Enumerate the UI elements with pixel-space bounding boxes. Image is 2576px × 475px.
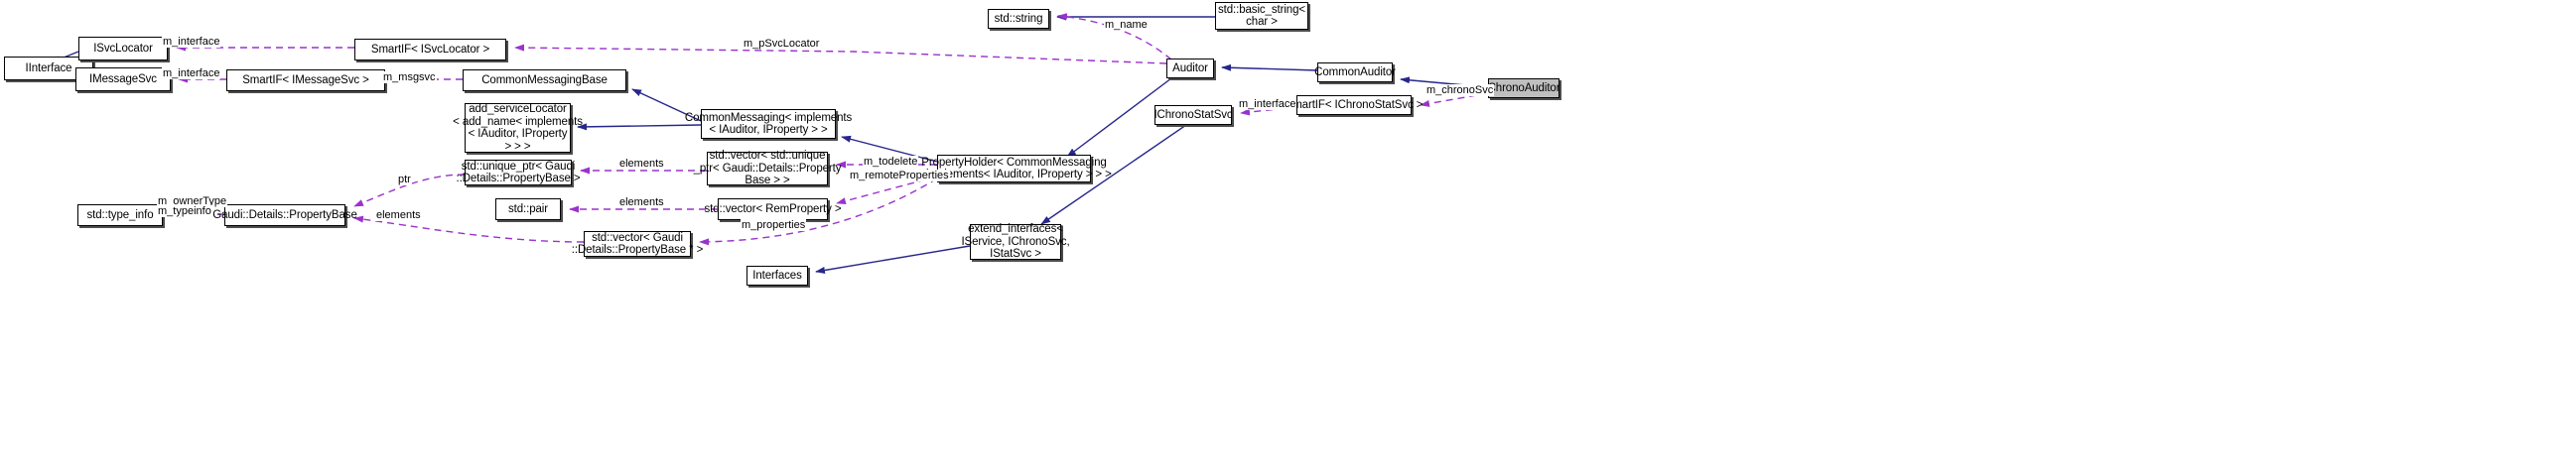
edge-label: m_typeinfo [157,205,212,217]
class-node-add-servicelocator[interactable]: add_serviceLocator < add_name< implement… [453,103,583,153]
class-node-isvclocator[interactable]: ISvcLocator [78,37,168,60]
class-node-label: extend_interfaces< IService, IChronoSvc,… [961,223,1070,261]
class-node-imessagesvc[interactable]: IMessageSvc [75,67,171,91]
class-node-unique-ptr[interactable]: std::unique_ptr< Gaudi ::Details::Proper… [456,160,581,185]
class-node-label: std::vector< Gaudi ::Details::PropertyBa… [571,231,704,257]
inheritance-edges [51,13,1489,274]
edge-label: m_remoteProperties [849,170,950,181]
edge-label: m_todelete [863,156,919,168]
class-node-interfaces[interactable]: Interfaces [746,266,808,286]
class-node-smartif-ichrono[interactable]: SmartIF< IChronoStatSvc > [1286,95,1423,115]
class-node-label: IInterface [25,61,72,74]
edge-auditor-smartifisvcloc [514,44,1167,64]
class-node-label: CommonMessagingBase [481,73,608,86]
edge-label: m_interface [1238,98,1297,110]
class-node-smartif-isvcloc[interactable]: SmartIF< ISvcLocator > [354,39,506,60]
edge-label: elements [618,158,665,170]
class-node-label: Interfaces [752,269,802,282]
class-node-chronoauditor[interactable]: ChronoAuditor [1487,78,1560,98]
edge-vectorpropbase-propertybase [353,215,585,243]
class-node-basic-string[interactable]: std::basic_string< char > [1215,2,1308,30]
class-node-propertybase[interactable]: Gaudi::Details::PropertyBase [212,204,357,226]
class-node-ichronostatsvc[interactable]: IChronoStatSvc [1153,105,1233,125]
class-node-vector-remprop[interactable]: std::vector< RemProperty > [705,198,842,220]
class-node-label: SmartIF< IChronoStatSvc > [1285,98,1424,111]
edge-label: elements [375,209,422,221]
class-node-label: SmartIF< ISvcLocator > [370,43,490,56]
class-node-label: Auditor [1172,61,1208,74]
edge-label: m_name [1104,19,1149,31]
class-node-propertyholder[interactable]: PropertyHolder< CommonMessaging < implem… [916,155,1112,182]
class-node-label: ISvcLocator [93,42,153,55]
edge-label: elements [618,196,665,208]
class-node-extend-interfaces[interactable]: extend_interfaces< IService, IChronoSvc,… [961,223,1069,260]
edge-label: m_ownerType [157,195,228,207]
edge-label: m_pSvcLocator [743,38,821,50]
class-node-label: Gaudi::Details::PropertyBase [212,208,357,221]
class-node-vector-unique-ptr[interactable]: std::vector< std::unique _ptr< Gaudi::De… [694,150,842,186]
class-node-label: SmartIF< IMessageSvc > [242,73,369,86]
class-node-label: std::pair [507,202,548,215]
class-node-auditor[interactable]: Auditor [1166,59,1214,78]
edge-commonmessaging-addservicelocator [577,123,702,131]
class-node-label: std::string [994,12,1043,25]
edge-label: m_interface [162,67,221,79]
class-node-label: IChronoStatSvc [1153,108,1233,121]
edge-label: m_msgsvc [382,71,437,83]
class-node-smartif-imsgsvc[interactable]: SmartIF< IMessageSvc > [226,69,385,91]
class-node-std-string[interactable]: std::string [988,9,1049,29]
edge-label: m_chronoSvc [1425,84,1495,96]
class-node-vector-propbase[interactable]: std::vector< Gaudi ::Details::PropertyBa… [572,231,703,257]
edge-commonauditor-auditor [1221,63,1318,71]
class-node-label: add_serviceLocator < add_name< implement… [453,103,583,153]
class-node-label: IMessageSvc [89,72,157,85]
class-node-label: std::unique_ptr< Gaudi ::Details::Proper… [456,160,581,185]
class-node-commonauditor[interactable]: CommonAuditor [1314,62,1396,82]
class-node-label: std::basic_string< char > [1217,3,1305,29]
edge-extendinterfaces-interfaces [815,245,971,274]
class-node-std-pair[interactable]: std::pair [495,198,561,220]
class-node-label: ChronoAuditor [1487,81,1560,94]
edge-label: m_properties [741,219,807,231]
class-node-commonmessaging[interactable]: CommonMessaging< implements < IAuditor, … [685,109,852,139]
class-node-type-info[interactable]: std::type_info [77,204,163,226]
class-node-label: std::type_info [86,208,154,221]
edge-label: ptr [397,174,412,185]
edge-label: m_interface [162,36,221,48]
class-node-label: CommonMessaging< implements < IAuditor, … [684,111,853,137]
class-node-commonmsgbase[interactable]: CommonMessagingBase [463,69,626,91]
class-node-label: CommonAuditor [1314,65,1396,78]
class-node-label: std::vector< std::unique _ptr< Gaudi::De… [693,150,842,187]
class-node-label: std::vector< RemProperty > [704,202,842,215]
